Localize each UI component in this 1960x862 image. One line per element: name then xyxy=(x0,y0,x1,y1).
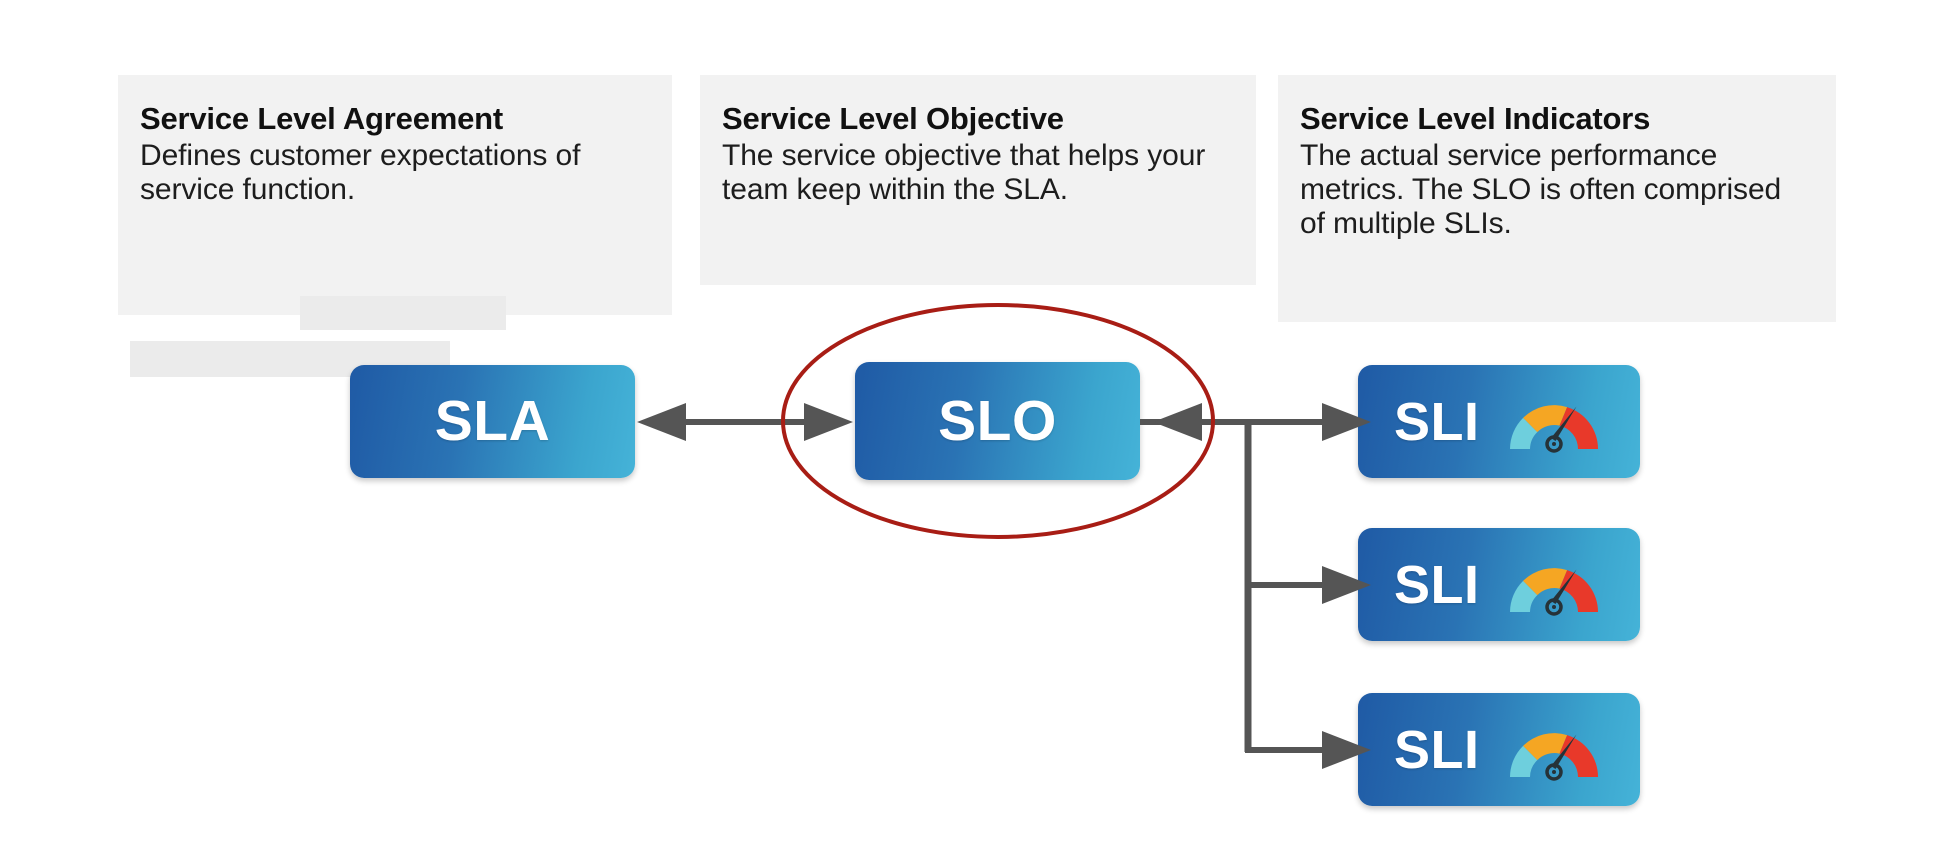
gauge-icon xyxy=(1504,715,1604,785)
card-body: The service objective that helps your te… xyxy=(722,138,1206,206)
card-body: Defines customer expectations of service… xyxy=(140,138,581,206)
node-sla[interactable]: SLA xyxy=(350,365,635,478)
card-body: The actual service performance metrics. … xyxy=(1300,138,1782,241)
node-sli-2[interactable]: SLI xyxy=(1358,528,1640,641)
connector-slo-sli-trunk xyxy=(1140,403,1371,769)
card-title: Service Level Indicators xyxy=(1300,101,1651,136)
card-title: Service Level Objective xyxy=(722,101,1064,136)
card-service-level-agreement: Service Level Agreement Defines customer… xyxy=(118,75,672,377)
node-sli-1[interactable]: SLI xyxy=(1358,365,1640,478)
node-sli-label: SLI xyxy=(1394,391,1480,452)
node-sli-label: SLI xyxy=(1394,719,1480,780)
node-slo-label: SLO xyxy=(938,388,1057,453)
node-slo[interactable]: SLO xyxy=(855,362,1140,480)
gauge-icon xyxy=(1504,387,1604,457)
gauge-icon xyxy=(1504,550,1604,620)
node-sla-label: SLA xyxy=(434,389,551,453)
card-service-level-objective: Service Level Objective The service obje… xyxy=(700,75,1256,285)
connector-sla-slo xyxy=(637,403,853,441)
node-sli-3[interactable]: SLI xyxy=(1358,693,1640,806)
card-service-level-indicators: Service Level Indicators The actual serv… xyxy=(1278,75,1836,322)
card-title: Service Level Agreement xyxy=(140,101,503,136)
placeholder-block xyxy=(300,296,506,330)
node-sli-label: SLI xyxy=(1394,554,1480,615)
